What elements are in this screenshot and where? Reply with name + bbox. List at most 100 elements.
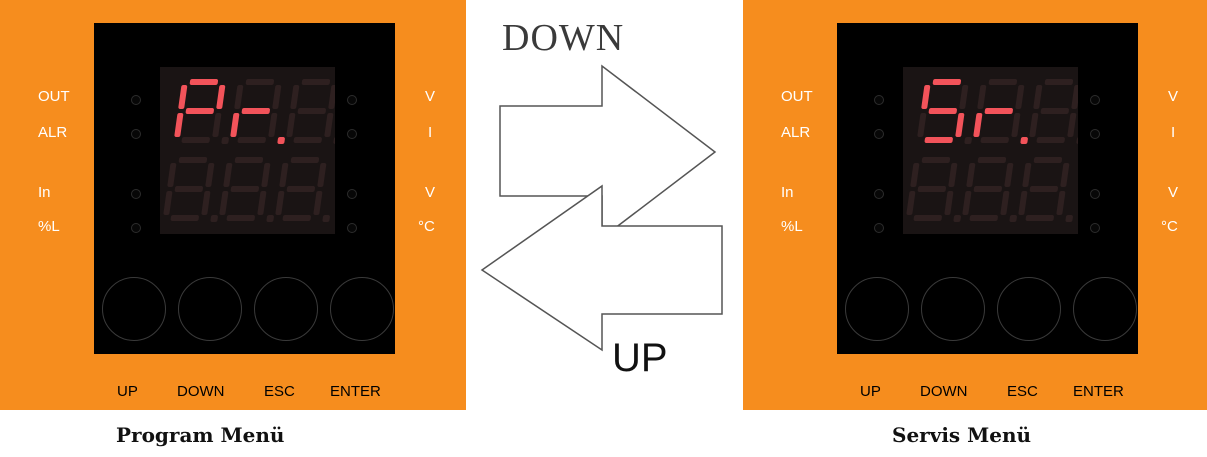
bottom-digit-2 (219, 157, 274, 222)
celsius-indicator-led (1090, 223, 1100, 233)
segment-e (962, 191, 972, 215)
up-arrow-label: UP (612, 336, 668, 380)
load-percent-label: %L (38, 218, 60, 235)
i-indicator-led (347, 129, 357, 139)
v-indicator-led (347, 95, 357, 105)
out-label: OUT (38, 88, 70, 105)
segment-d (237, 137, 266, 143)
servis-menu-panel: OUT ALR In %L V I V °C UP DOWN ESC ENTER (743, 0, 1207, 410)
segment-a (178, 157, 208, 163)
top-digit-1 (174, 79, 229, 144)
up-button-label: UP (860, 383, 881, 400)
segment-a (1044, 79, 1074, 85)
in-indicator-led (131, 189, 141, 199)
segment-c (212, 113, 222, 137)
esc-button[interactable] (997, 277, 1061, 341)
alr-label: ALR (38, 124, 68, 141)
segment-e (275, 191, 285, 215)
esc-button[interactable] (254, 277, 318, 341)
top-digit-2 (973, 79, 1028, 144)
segment-d (913, 215, 942, 221)
segment-f (966, 163, 976, 187)
segment-g (241, 108, 270, 114)
segment-a (301, 79, 331, 85)
segment-a (1033, 157, 1063, 163)
esc-button-label: ESC (264, 383, 295, 400)
controller-face (837, 23, 1138, 354)
segment-g (917, 186, 947, 192)
segment-d (282, 215, 311, 221)
segment-e (1029, 113, 1039, 137)
v2-indicator-led (347, 189, 357, 199)
esc-button-label: ESC (1007, 383, 1038, 400)
segment-f (921, 85, 931, 109)
alr-label: ALR (781, 124, 811, 141)
segment-c (257, 191, 267, 215)
decimal-point (1009, 215, 1017, 222)
segment-g (984, 108, 1013, 114)
controller-face (94, 23, 395, 354)
decimal-point (1065, 215, 1073, 222)
enter-button-label: ENTER (1073, 383, 1124, 400)
segment-f (1022, 163, 1032, 187)
enter-button[interactable] (1073, 277, 1137, 341)
segment-d (1025, 215, 1054, 221)
segment-g (185, 108, 214, 114)
down-button-label: DOWN (920, 383, 968, 400)
segment-e (906, 191, 916, 215)
segment-b (959, 85, 969, 109)
segment-f (910, 163, 920, 187)
segment-d (181, 137, 210, 143)
enter-button[interactable] (330, 277, 394, 341)
enter-button-label: ENTER (330, 383, 381, 400)
in-label: In (38, 184, 51, 201)
segment-a (932, 79, 962, 85)
bottom-digit-3 (1018, 157, 1073, 222)
up-button[interactable] (845, 277, 909, 341)
load-indicator-led (874, 223, 884, 233)
segment-b (272, 85, 282, 109)
bottom-digit-1 (163, 157, 218, 222)
load-indicator-led (131, 223, 141, 233)
segment-b (328, 85, 335, 109)
segment-c (1011, 113, 1021, 137)
segment-a (245, 79, 275, 85)
segment-a (189, 79, 219, 85)
segment-e (1018, 191, 1028, 215)
program-menu-caption: Program Menü (116, 423, 285, 447)
alr-indicator-led (874, 129, 884, 139)
segment-b (317, 163, 327, 187)
segment-f (1033, 85, 1043, 109)
segment-d (226, 215, 255, 221)
segment-a (988, 79, 1018, 85)
servis-menu-caption: Servis Menü (892, 423, 1032, 447)
celsius-label: °C (418, 218, 435, 235)
segment-g (297, 108, 326, 114)
v2-label: V (425, 184, 436, 201)
seven-segment-display (903, 67, 1078, 234)
segment-f (167, 163, 177, 187)
seven-segment-display (160, 67, 335, 234)
segment-d (170, 215, 199, 221)
down-arrow-icon (499, 64, 717, 240)
segment-b (1060, 163, 1070, 187)
up-button[interactable] (102, 277, 166, 341)
alr-indicator-led (131, 129, 141, 139)
top-digit-1 (917, 79, 972, 144)
top-digit-3 (1029, 79, 1078, 144)
down-button[interactable] (921, 277, 985, 341)
segment-a (921, 157, 951, 163)
down-button-label: DOWN (177, 383, 225, 400)
segment-f (279, 163, 289, 187)
segment-e (163, 191, 173, 215)
segment-d (969, 215, 998, 221)
segment-c (201, 191, 211, 215)
bottom-digit-3 (275, 157, 330, 222)
bottom-digit-2 (962, 157, 1017, 222)
segment-d (980, 137, 1009, 143)
segment-c (1067, 113, 1077, 137)
segment-a (290, 157, 320, 163)
down-button[interactable] (178, 277, 242, 341)
segment-b (1004, 163, 1014, 187)
